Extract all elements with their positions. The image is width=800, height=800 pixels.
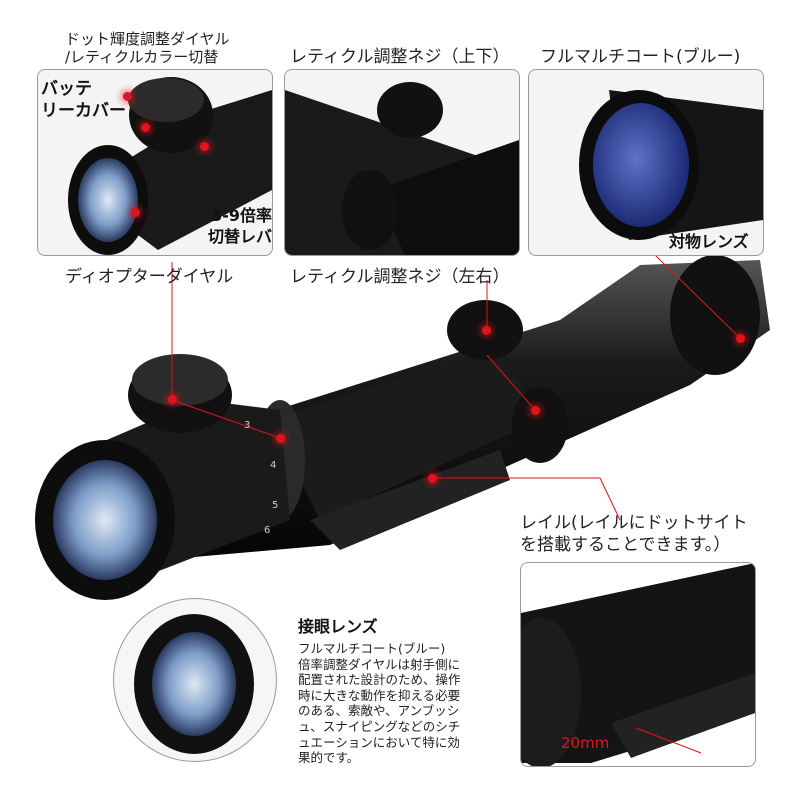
eyepiece-lens — [53, 460, 157, 580]
magnification-label-line: 3-9倍率 — [211, 206, 272, 225]
panel-rail-detail: 20mm — [520, 562, 756, 767]
rail-label: レイル(レイルにドットサイト を搭載することできます。） — [520, 512, 748, 556]
dot-brightness-label: ドット輝度調整ダイヤル /レティクルカラー切替 — [65, 30, 230, 66]
panel-eyepiece-detail: バッテ リーカバー 3-9倍率 切替レバー — [37, 69, 273, 256]
reticle-updown-label: レティクル調整ネジ（上下） — [290, 47, 510, 67]
battery-cover-label-line: リーカバー — [41, 101, 126, 121]
objective-bell — [670, 255, 760, 375]
eyepiece-closeup-image — [134, 614, 254, 754]
dot-brightness-label-line: ドット輝度調整ダイヤル — [65, 30, 230, 48]
panel-turret-detail — [284, 69, 520, 256]
battery-cover-label: バッテ リーカバー — [41, 78, 126, 122]
multicoat-label: フルマルチコート(ブルー) — [540, 47, 741, 67]
mount-rail — [310, 450, 510, 550]
callout-lines — [171, 254, 741, 521]
rail-label-line: を搭載することできます。） — [520, 535, 731, 555]
zoom-mark: 6 — [264, 525, 271, 536]
callout-dot-rail — [428, 474, 437, 483]
diopter-label: ディオプターダイヤル — [65, 267, 234, 287]
callout-dot-battery — [123, 92, 132, 101]
description-line: 配置された設計のため、操作 — [298, 672, 461, 688]
rail-detail-image — [521, 563, 755, 766]
description-line: フルマルチコート(ブルー) — [298, 641, 446, 656]
eyepiece-detail-image — [68, 77, 272, 255]
description-line: 果的です。 — [298, 750, 360, 766]
rail-width-label: 20mm — [561, 734, 610, 752]
description-line: ュエーションにおいて特に効 — [298, 734, 460, 750]
battery-cover — [132, 354, 228, 406]
callout-dot-brightness — [141, 123, 150, 132]
eyepiece-closeup — [113, 598, 277, 762]
callout-dot-magnification — [200, 142, 209, 151]
reticle-color-label-line: /レティクルカラー切替 — [65, 48, 219, 66]
callout-dot-zoom — [276, 434, 285, 443]
zoom-mark: 5 — [272, 500, 279, 511]
zoom-mark: 3 — [244, 420, 251, 431]
callout-dot-objective — [736, 334, 745, 343]
panel-objective-detail: 対物レンズ — [528, 69, 764, 256]
objective-lens-label: 対物レンズ — [669, 232, 749, 251]
callout-dot-diopter — [168, 395, 177, 404]
description-line: のある、索敵や、アンブッシ — [298, 703, 460, 719]
rail-label-line: レイル(レイルにドットサイト — [520, 513, 748, 533]
objective-detail-image — [579, 90, 763, 240]
eyepiece-description: フルマルチコート(ブルー) 倍率調整ダイヤルは射手側に 配置された設計のため、操… — [298, 641, 461, 766]
eyepiece-title: 接眼レンズ — [298, 617, 378, 636]
magnification-lever-label: 3-9倍率 切替レバー — [193, 205, 272, 255]
description-line: 倍率調整ダイヤルは射手側に — [298, 656, 461, 672]
windage-turret — [512, 387, 568, 463]
zoom-mark: 4 — [270, 460, 277, 471]
description-line: ュ、スナイピングなどのシチ — [298, 718, 461, 734]
callout-dot-diopter-detail — [131, 208, 140, 217]
description-line: 時に大きな動作を抑える必要 — [298, 687, 461, 703]
reticle-leftright-label: レティクル調整ネジ（左右） — [290, 267, 510, 287]
battery-cover-label-line: バッテ — [41, 79, 92, 99]
callout-dot-windage — [531, 406, 540, 415]
callout-dot-elevation — [482, 326, 491, 335]
magnification-label-line: 切替レバー — [207, 227, 272, 255]
turret-detail-image — [285, 82, 519, 255]
rail-body — [270, 345, 540, 520]
